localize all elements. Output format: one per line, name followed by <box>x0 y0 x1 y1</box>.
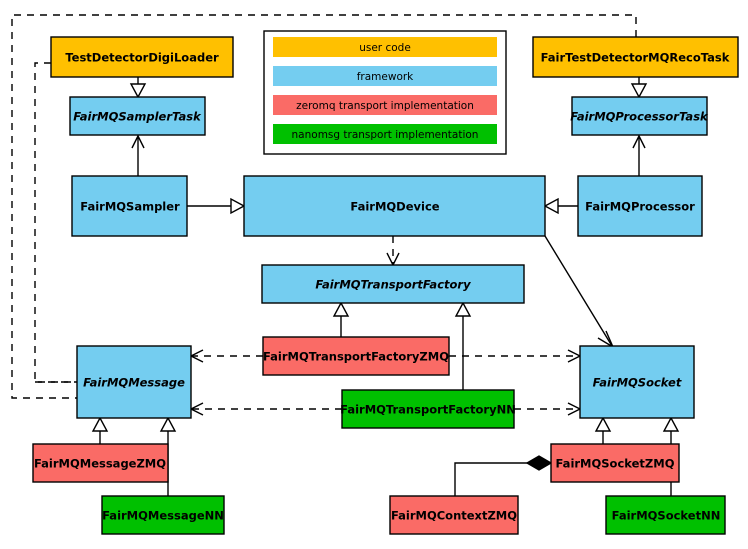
node-label: FairMQTransportFactory <box>315 278 471 292</box>
legend-swatch-zeromq <box>273 95 497 115</box>
legend-swatch-framework <box>273 66 497 86</box>
node-label: FairMQDevice <box>350 200 439 214</box>
node-label: FairMQMessage <box>83 376 185 390</box>
edge-socketzmq-contextzmq <box>454 455 553 496</box>
edge-tfzmq-socket <box>449 349 582 363</box>
node-label: TestDetectorDigiLoader <box>65 51 219 65</box>
node-testdetectordigiloader[interactable]: TestDetectorDigiLoader <box>50 36 234 78</box>
edge-device-transportfactory <box>386 236 400 267</box>
edge-tfnn-transportfactory <box>454 301 472 390</box>
edge-tfzmq-transportfactory <box>332 301 350 337</box>
edge-sampler-samplertask <box>131 134 145 176</box>
node-label: FairMQSocket <box>593 376 682 390</box>
node-label: FairTestDetectorMQRecoTask <box>541 51 730 65</box>
node-label: FairMQSocketNN <box>612 509 721 523</box>
edge-tfnn-message <box>189 402 342 416</box>
edge-messagezmq-message <box>91 416 109 444</box>
legend-item-user-code: user code <box>273 37 497 57</box>
edge-device-socket <box>544 235 615 349</box>
node-label: FairMQMessageZMQ <box>34 457 166 471</box>
legend-item-framework: framework <box>273 66 497 86</box>
legend-item-zeromq: zeromq transport implementation <box>273 95 497 115</box>
edge-tfzmq-message <box>189 349 263 363</box>
node-fairmqprocessor[interactable]: FairMQProcessor <box>577 175 703 237</box>
node-label: FairMQTransportFactoryNN <box>340 403 516 417</box>
node-layer: TestDetectorDigiLoader FairTestDetectorM… <box>32 36 739 535</box>
node-label: FairMQProcessor <box>585 200 695 214</box>
legend-label: nanomsg transport implementation <box>292 129 479 141</box>
legend-label: user code <box>359 42 411 54</box>
legend-item-nanomsg: nanomsg transport implementation <box>273 124 497 144</box>
node-fairmqcontextzmq[interactable]: FairMQContextZMQ <box>389 495 519 535</box>
edge-recotask-processortask <box>630 77 648 99</box>
edge-sampler-device <box>187 197 246 215</box>
node-fairtestdetectormqrecotask[interactable]: FairTestDetectorMQRecoTask <box>532 36 739 78</box>
node-fairmqsampler[interactable]: FairMQSampler <box>71 175 188 237</box>
edge-processor-device <box>543 197 578 215</box>
legend-label: zeromq transport implementation <box>296 100 474 112</box>
node-label: FairMQSocketZMQ <box>556 457 675 471</box>
node-fairmqtransportfactorynn[interactable]: FairMQTransportFactoryNN <box>340 389 516 429</box>
legend-swatch-nanomsg <box>273 124 497 144</box>
legend-swatch-user-code <box>273 37 497 57</box>
node-label: FairMQSamplerTask <box>73 110 202 124</box>
node-fairmqtransportfactoryzmq[interactable]: FairMQTransportFactoryZMQ <box>262 336 450 376</box>
node-fairmqsocketnn[interactable]: FairMQSocketNN <box>605 495 726 535</box>
node-fairmqdevice[interactable]: FairMQDevice <box>243 175 546 237</box>
node-label: FairMQMessageNN <box>102 509 224 523</box>
node-label: FairMQSampler <box>80 200 180 214</box>
node-fairmqmessagezmq[interactable]: FairMQMessageZMQ <box>32 443 169 483</box>
node-fairmqmessage[interactable]: FairMQMessage <box>76 345 192 419</box>
node-fairmqsamplertask[interactable]: FairMQSamplerTask <box>69 96 206 136</box>
node-fairmqmessagenn[interactable]: FairMQMessageNN <box>101 495 225 535</box>
node-fairmqprocessortask[interactable]: FairMQProcessorTask <box>570 96 709 136</box>
node-fairmqtransportfactory[interactable]: FairMQTransportFactory <box>261 264 525 304</box>
edge-socketzmq-socket <box>594 416 612 444</box>
legend: user code framework zeromq transport imp… <box>263 30 507 155</box>
edge-digiloader-samplertask <box>129 77 147 99</box>
edge-processor-processortask <box>632 134 646 176</box>
node-label: FairMQTransportFactoryZMQ <box>263 350 449 364</box>
legend-label: framework <box>357 71 414 83</box>
node-label: FairMQContextZMQ <box>391 509 517 523</box>
edge-tfnn-socket <box>514 402 582 416</box>
node-label: FairMQProcessorTask <box>570 110 709 124</box>
node-fairmqsocket[interactable]: FairMQSocket <box>579 345 695 419</box>
edge-layer <box>11 14 680 496</box>
node-fairmqsocketzmq[interactable]: FairMQSocketZMQ <box>550 443 680 483</box>
